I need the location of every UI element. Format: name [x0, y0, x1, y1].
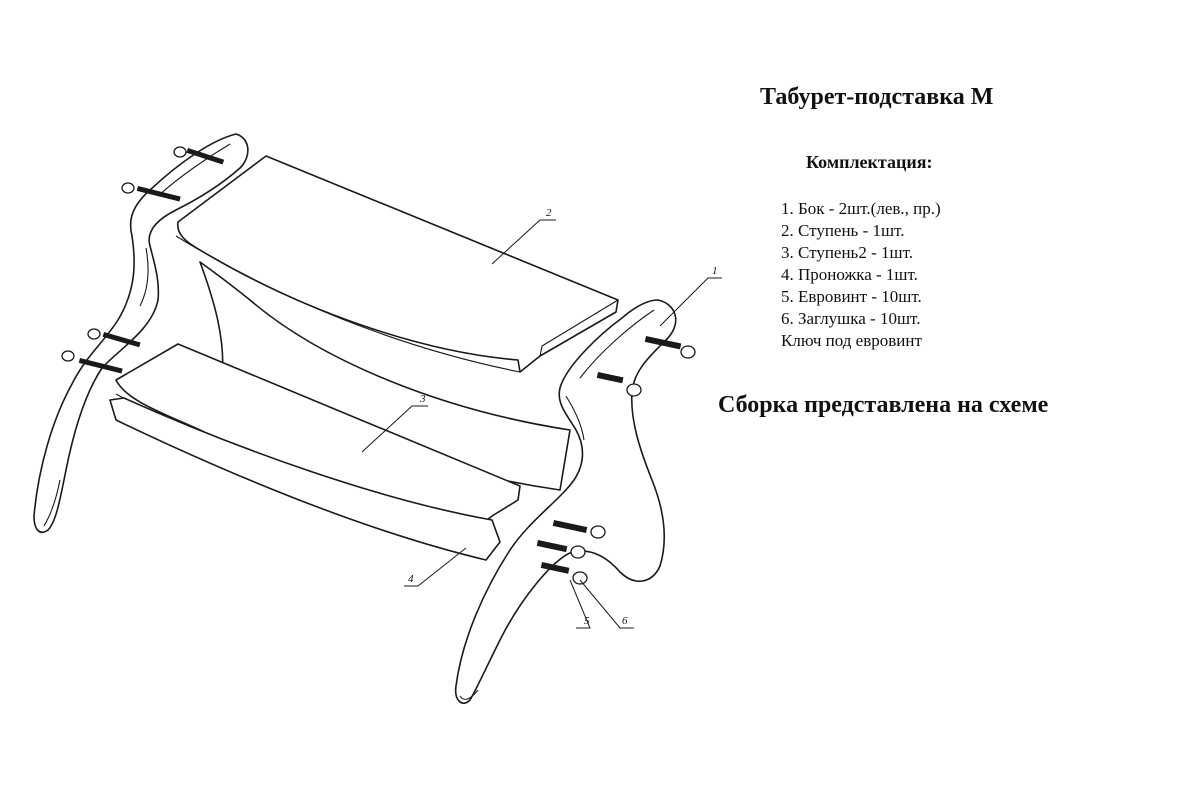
callout-6: 6	[579, 579, 634, 629]
upper-step	[175, 155, 619, 373]
callout-1-label: 1	[712, 265, 718, 277]
fasteners-left-upper	[121, 146, 225, 202]
side-panel-right	[454, 299, 677, 704]
list-item: Ключ под евровинт	[781, 331, 922, 350]
callout-5: 5	[569, 579, 591, 629]
callout-2: 2	[491, 207, 556, 265]
list-item: 3. Ступень2 - 1шт.	[781, 243, 913, 262]
side-panel-left	[33, 133, 249, 534]
callout-3-label: 3	[419, 393, 426, 405]
callout-6-label: 6	[622, 615, 628, 627]
fasteners-right-upper	[596, 335, 696, 397]
list-item: 5. Евровинт - 10шт.	[781, 287, 922, 306]
list-item: 6. Заглушка - 10шт.	[781, 309, 921, 328]
back-rail	[199, 261, 571, 491]
callout-4: 4	[404, 547, 467, 587]
callout-1: 1	[659, 265, 722, 327]
list-item: 1. Бок - 2шт.(лев., пр.)	[781, 199, 941, 218]
callout-4-label: 4	[408, 573, 414, 585]
list-item: 2. Ступень - 1шт.	[781, 221, 905, 240]
fasteners-left-lower	[61, 328, 141, 374]
list-item: 4. Проножка - 1шт.	[781, 265, 918, 284]
fasteners-right-lower	[536, 520, 606, 585]
kit-list: 1. Бок - 2шт.(лев., пр.) 2. Ступень - 1ш…	[781, 198, 941, 352]
stretcher	[109, 397, 501, 561]
kit-heading: Комплектация:	[806, 152, 933, 172]
callout-2-label: 2	[546, 207, 552, 219]
page-title: Табурет-подставка М	[760, 84, 994, 110]
callout-5-label: 5	[584, 615, 590, 627]
assembly-note: Сборка представлена на схеме	[718, 392, 1049, 418]
callout-3: 3	[361, 393, 428, 453]
